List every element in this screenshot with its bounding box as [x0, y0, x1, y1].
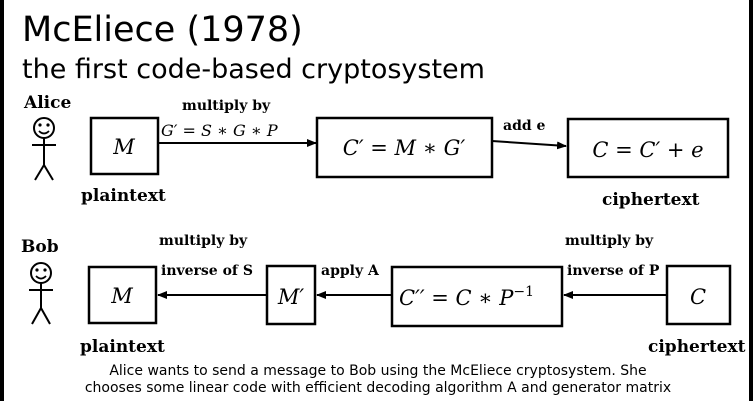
alice-step1-label: multiply by	[182, 98, 271, 114]
bob-plaintext-label: plaintext	[80, 337, 165, 357]
alice-ciphertext-box	[566, 117, 730, 179]
slide-subtitle: the first code-based cryptosystem	[22, 54, 485, 85]
bob-stick-figure-icon	[29, 262, 53, 325]
alice-plaintext-box	[89, 116, 160, 176]
bob-m-prime-symbol: M′	[277, 285, 305, 309]
alice-m-symbol: M	[112, 135, 135, 159]
alice-codeword-expression: C′ = M ∗ G′	[343, 136, 466, 160]
left-border	[0, 0, 4, 401]
bob-step-p-label: multiply by	[565, 233, 654, 249]
bob-c-symbol: C	[690, 285, 706, 309]
alice-codeword-box	[315, 116, 494, 179]
caption-line-1: Alice wants to send a message to Bob usi…	[109, 363, 647, 379]
alice-step1-expression: G′ = S ∗ G ∗ P	[161, 121, 278, 140]
alice-ciphertext-label: ciphertext	[602, 190, 700, 210]
bob-step-s-label: multiply by	[159, 233, 248, 249]
bob-received-expression: C′′ = C ∗ P−1	[399, 284, 534, 310]
bob-ciphertext-label: ciphertext	[648, 337, 746, 357]
alice-step2-label: add e	[503, 118, 546, 134]
bob-step-s-expression: inverse of S	[161, 263, 253, 279]
bob-step-a-label: apply A	[321, 263, 380, 279]
bob-m-symbol: M	[110, 284, 133, 308]
bob-step-p-expression: inverse of P	[567, 263, 660, 279]
slide-title: McEliece (1978)	[22, 10, 303, 50]
alice-stick-figure-icon	[32, 117, 56, 181]
alice-ciphertext-expression: C = C′ + e	[592, 138, 703, 162]
alice-arrow-2	[491, 140, 567, 150]
bob-m-prime-box	[265, 264, 317, 326]
bob-label: Bob	[21, 237, 59, 257]
alice-label: Alice	[23, 93, 71, 113]
caption-line-2: chooses some linear code with efficient …	[84, 380, 672, 396]
bob-ciphertext-box	[665, 264, 732, 326]
bob-received-box	[390, 265, 564, 328]
alice-plaintext-label: plaintext	[81, 186, 166, 206]
right-border	[749, 0, 753, 401]
bob-plaintext-box	[87, 265, 158, 325]
